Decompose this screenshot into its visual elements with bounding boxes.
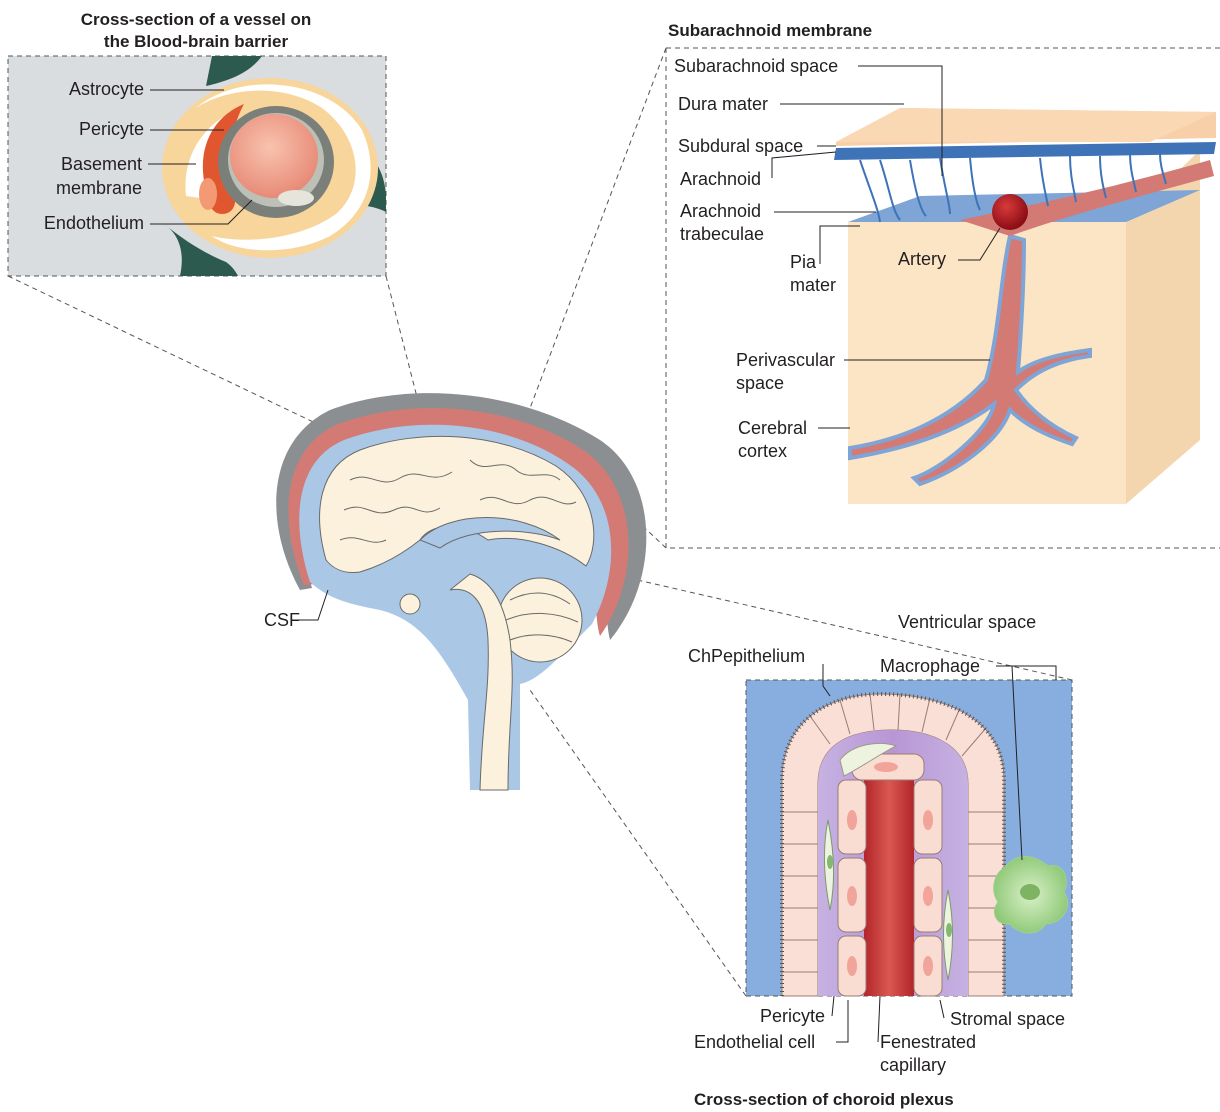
- label-pericyte-choroid: Pericyte: [760, 1006, 825, 1026]
- brain-panel: CSF: [264, 393, 646, 790]
- label-basement-1: Basement: [61, 154, 142, 174]
- label-dura-mater: Dura mater: [678, 94, 768, 114]
- label-perivascular-2: space: [736, 373, 784, 393]
- label-fenestrated-2: capillary: [880, 1055, 946, 1075]
- bbb-panel: Cross-section of a vessel on the Blood-b…: [8, 10, 386, 276]
- label-chp-epithelium: ChPepithelium: [688, 646, 805, 666]
- label-macrophage: Macrophage: [880, 656, 980, 676]
- label-perivascular-1: Perivascular: [736, 350, 835, 370]
- label-cortex-2: cortex: [738, 441, 787, 461]
- label-fenestrated-1: Fenestrated: [880, 1032, 976, 1052]
- meninges-title: Subarachnoid membrane: [668, 21, 872, 40]
- meninges-panel: Subarachnoid membrane: [666, 21, 1220, 548]
- label-astrocyte: Astrocyte: [69, 79, 144, 99]
- label-pericyte-bbb: Pericyte: [79, 119, 144, 139]
- label-ventricular-space: Ventricular space: [898, 612, 1036, 632]
- bbb-title-line1: Cross-section of a vessel on: [81, 10, 312, 29]
- label-trabeculae-1: Arachnoid: [680, 201, 761, 221]
- choroid-title: Cross-section of choroid plexus: [694, 1090, 954, 1109]
- label-csf: CSF: [264, 610, 300, 630]
- bbb-title-line2: the Blood-brain barrier: [104, 32, 289, 51]
- vessel-lumen: [230, 114, 318, 198]
- fenestrated-capillary: [864, 780, 914, 996]
- label-cortex-1: Cerebral: [738, 418, 807, 438]
- label-stromal-space: Stromal space: [950, 1009, 1065, 1029]
- label-artery: Artery: [898, 249, 946, 269]
- choroid-panel: Ventricular space ChPepithelium Macropha…: [688, 612, 1072, 1109]
- label-basement-2: membrane: [56, 178, 142, 198]
- label-pia-2: mater: [790, 275, 836, 295]
- label-arachnoid: Arachnoid: [680, 169, 761, 189]
- label-pia-1: Pia: [790, 252, 817, 272]
- label-endothelium: Endothelium: [44, 213, 144, 233]
- label-subdural-space: Subdural space: [678, 136, 803, 156]
- cerebral-cortex-block: [848, 222, 1126, 504]
- artery-cross-section: [992, 194, 1028, 230]
- label-subarachnoid-space: Subarachnoid space: [674, 56, 838, 76]
- label-trabeculae-2: trabeculae: [680, 224, 764, 244]
- label-endothelial-cell: Endothelial cell: [694, 1032, 815, 1052]
